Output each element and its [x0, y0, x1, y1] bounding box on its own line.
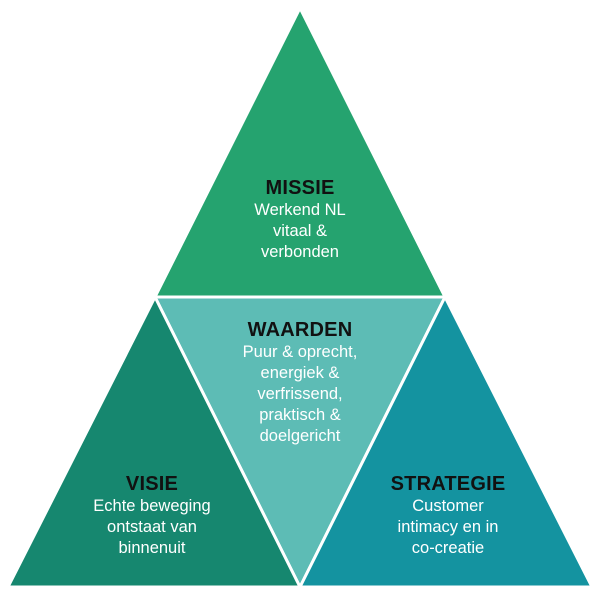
- missie-block: MISSIE Werkend NL vitaal & verbonden: [220, 176, 380, 263]
- waarden-title: WAARDEN: [247, 319, 353, 341]
- strategie-text: Customer intimacy en in co-creatie: [397, 497, 499, 557]
- waarden-text: Puur & oprecht, energiek & verfrissend, …: [242, 343, 358, 445]
- missie-text: Werkend NL vitaal & verbonden: [254, 201, 346, 261]
- visie-block: VISIE Echte beweging ontstaat van binnen…: [62, 472, 242, 559]
- strategie-triangle: [298, 295, 594, 589]
- strategie-title: STRATEGIE: [390, 473, 506, 495]
- visie-triangle: [6, 295, 302, 589]
- visie-text: Echte beweging ontstaat van binnenuit: [93, 497, 211, 557]
- strategie-block: STRATEGIE Customer intimacy en in co-cre…: [358, 472, 538, 559]
- waarden-block: WAARDEN Puur & oprecht, energiek & verfr…: [215, 318, 385, 447]
- missie-title: MISSIE: [265, 177, 335, 199]
- visie-title: VISIE: [125, 473, 179, 495]
